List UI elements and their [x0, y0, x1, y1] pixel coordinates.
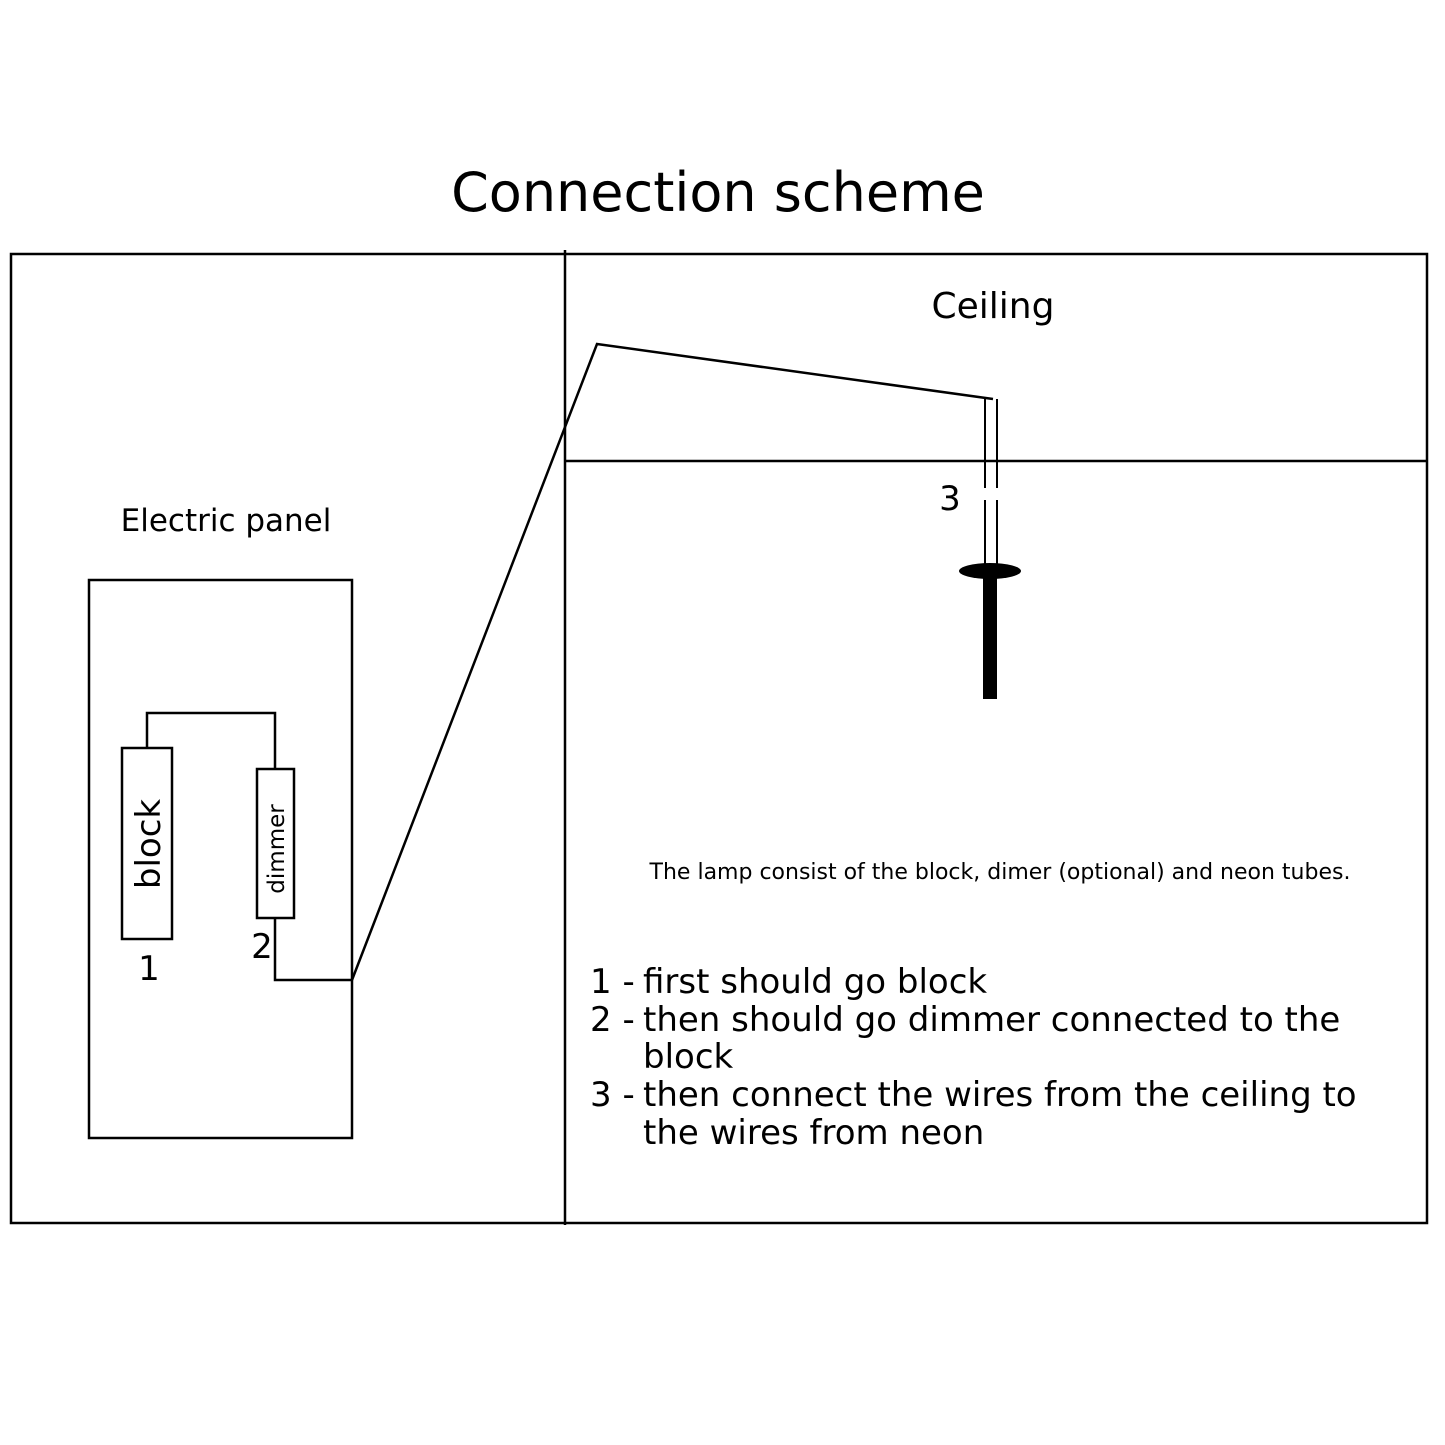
- step-text: then should go dimmer connected to the: [643, 1000, 1340, 1040]
- main-wire: [350, 342, 994, 981]
- electric-panel-label: Electric panel: [121, 503, 332, 539]
- step-item: 3 - then connect the wires from the ceil…: [590, 1075, 1357, 1153]
- block-dimmer-wire: [145, 711, 277, 769]
- neon-lamp: [959, 563, 1021, 699]
- step-number: 2 -: [590, 1000, 635, 1040]
- dimmer-component: dimmer: [255, 767, 296, 920]
- ceiling-label: Ceiling: [932, 286, 1055, 327]
- block-component: block: [120, 746, 174, 941]
- marker-1: 1: [138, 949, 160, 989]
- step-text-continued: the wires from neon: [643, 1113, 984, 1153]
- steps-list: 1 - first should go block 2 - then shoul…: [590, 962, 1357, 1153]
- step-text: first should go block: [643, 962, 987, 1002]
- marker-3: 3: [939, 479, 961, 519]
- step-item: 2 - then should go dimmer connected to t…: [590, 1000, 1340, 1077]
- outer-frame: [9, 252, 1429, 1225]
- electric-panel-box: [87, 578, 354, 1140]
- dimmer-output-wire: [273, 918, 352, 982]
- step-text: then connect the wires from the ceiling …: [643, 1075, 1357, 1115]
- diagram-title: Connection scheme: [451, 161, 985, 224]
- ceiling-wires: [984, 399, 998, 567]
- step-text-continued: block: [643, 1037, 734, 1077]
- block-label: block: [129, 799, 169, 890]
- step-number: 3 -: [590, 1075, 635, 1115]
- step-number: 1 -: [590, 962, 635, 1002]
- neon-tube: [983, 571, 997, 699]
- marker-2: 2: [251, 927, 273, 967]
- step-item: 1 - first should go block: [590, 962, 987, 1002]
- description-text: The lamp consist of the block, dimer (op…: [649, 860, 1351, 885]
- dimmer-label: dimmer: [264, 804, 290, 894]
